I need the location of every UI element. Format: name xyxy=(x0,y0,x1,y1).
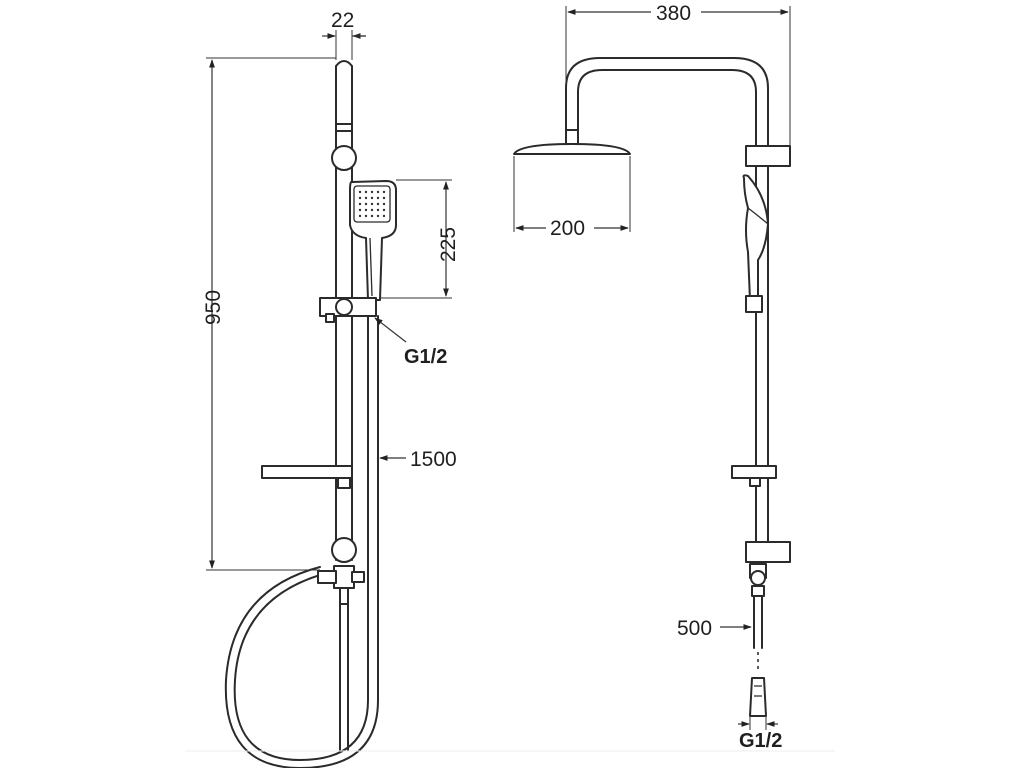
callout-g12-right: G1/2 xyxy=(739,730,782,752)
spray-nozzles xyxy=(358,190,386,218)
right-shower-column xyxy=(513,57,791,717)
rail-top-marker xyxy=(335,123,353,132)
upper-bracket xyxy=(745,145,791,167)
soap-dish-right xyxy=(731,465,777,487)
diverter-right xyxy=(749,563,767,717)
dim-label-200: 200 xyxy=(550,217,585,240)
dim-label-950: 950 xyxy=(202,290,225,325)
rain-shower-head xyxy=(513,143,631,155)
shower-hose xyxy=(233,315,369,761)
bottom-knob xyxy=(331,537,357,563)
callout-1500: 1500 xyxy=(410,448,457,471)
dim-label-380: 380 xyxy=(656,2,691,25)
left-shower-column xyxy=(224,60,397,768)
head-connector xyxy=(565,129,579,145)
hand-shower xyxy=(349,180,397,301)
callout-500: 500 xyxy=(677,617,712,640)
diverter-valve xyxy=(317,565,365,751)
right-dimensions: 380 200 500 G1/2 xyxy=(513,2,791,752)
top-knob xyxy=(331,145,357,171)
hand-shower-side xyxy=(742,174,769,313)
overhead-arm xyxy=(565,57,769,561)
lower-bracket xyxy=(745,541,791,563)
soap-dish xyxy=(261,465,353,489)
dim-label-22: 22 xyxy=(331,9,354,32)
spray-face xyxy=(353,185,391,223)
slider-bracket xyxy=(319,297,377,323)
dim-label-225: 225 xyxy=(437,227,460,262)
left-dimensions: 22 950 225 G1/2 1500 xyxy=(202,9,460,571)
callout-g12-left: G1/2 xyxy=(404,346,447,368)
